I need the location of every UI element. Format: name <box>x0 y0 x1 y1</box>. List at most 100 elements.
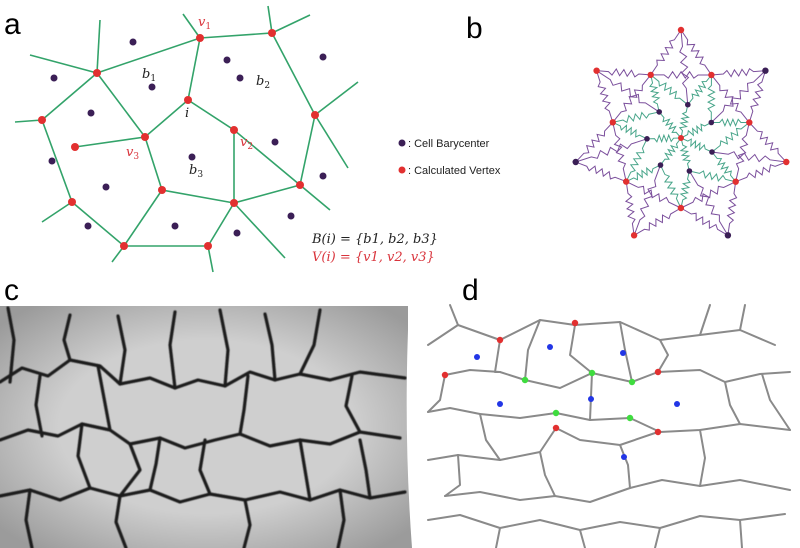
cell-barycenters <box>48 38 327 237</box>
spring <box>678 104 690 139</box>
calculated-vertices <box>38 29 319 250</box>
label-v1: v1 <box>198 15 211 32</box>
spring <box>646 133 682 144</box>
spring <box>575 138 648 163</box>
spring-node <box>708 71 715 79</box>
spring <box>612 74 652 123</box>
spring <box>707 74 716 123</box>
boundary-vertices <box>441 319 662 436</box>
spring <box>596 70 660 113</box>
spring <box>710 70 766 123</box>
spring <box>596 70 614 123</box>
spring-node <box>685 101 691 108</box>
voronoi-edges <box>14 5 359 273</box>
panel-c: c <box>0 274 412 548</box>
spring <box>680 29 712 76</box>
spring-node <box>678 135 684 141</box>
spring <box>625 138 648 182</box>
panel-a: a <box>4 5 501 273</box>
spring-node <box>593 67 600 74</box>
panel-c-letter: c <box>4 274 19 307</box>
spring-nodes <box>572 26 790 239</box>
interior-vertices <box>521 369 636 422</box>
spring-node <box>657 162 664 168</box>
legend: : Cell Barycenter : Calculated Vertex <box>398 138 501 177</box>
spring <box>650 74 689 106</box>
legend-vertex-marker <box>398 166 406 174</box>
legend-vertex-label: : Calculated Vertex <box>408 165 501 177</box>
spring-node <box>647 71 654 79</box>
spring-network <box>575 29 787 236</box>
spring <box>680 181 736 209</box>
panel-d: d <box>427 274 791 548</box>
spring <box>658 111 682 139</box>
spring <box>711 117 750 128</box>
spring <box>680 137 713 153</box>
spring-node <box>677 26 685 34</box>
spring-node <box>783 158 790 166</box>
spring-node <box>708 119 715 126</box>
spring <box>726 181 738 236</box>
spring <box>575 161 627 183</box>
label-v2: v2 <box>240 135 253 152</box>
spring <box>679 137 691 172</box>
panel-d-letter: d <box>462 274 479 307</box>
spring <box>650 29 682 76</box>
spring-node <box>709 149 715 155</box>
spring <box>575 122 614 163</box>
spring-node <box>630 232 638 239</box>
spring <box>679 170 691 209</box>
panel-b: b <box>466 12 790 239</box>
label-v3: v3 <box>126 145 139 162</box>
spring <box>711 151 737 183</box>
spring <box>711 67 766 78</box>
spring <box>660 164 682 209</box>
cell-traces <box>427 304 791 548</box>
spring-node <box>732 178 739 185</box>
spring <box>633 164 661 236</box>
spring <box>711 122 750 153</box>
microscopy-image <box>0 306 412 548</box>
spring <box>748 122 787 163</box>
spring <box>626 181 682 209</box>
spring <box>679 29 690 105</box>
spring-node <box>746 119 753 126</box>
spring <box>680 207 729 236</box>
panel-a-letter: a <box>4 8 21 41</box>
spring <box>735 161 787 183</box>
spring <box>633 207 682 236</box>
spring <box>660 137 682 166</box>
spring-node <box>762 67 769 74</box>
spring <box>650 70 712 80</box>
spring <box>680 122 712 139</box>
spring <box>735 122 750 182</box>
spring <box>612 111 660 124</box>
spring <box>624 181 636 236</box>
spring <box>711 74 750 123</box>
legend-barycenter-marker <box>398 139 406 147</box>
label-i: i <box>185 106 189 121</box>
spring-node <box>644 136 650 142</box>
spring-node <box>677 204 685 212</box>
spring-node <box>623 178 630 185</box>
spring <box>748 70 766 123</box>
spring-node <box>686 168 693 174</box>
label-b1: b1 <box>142 67 156 84</box>
set-V: V(i) = {v1, v2, v3} <box>312 250 435 265</box>
spring <box>649 74 661 113</box>
spring <box>626 164 661 183</box>
spring <box>612 121 648 140</box>
spring <box>711 151 787 163</box>
spring <box>688 170 729 236</box>
spring-node <box>724 232 732 239</box>
label-b2: b2 <box>256 74 270 91</box>
legend-barycenter-label: : Cell Barycenter <box>408 138 490 150</box>
spring <box>596 68 651 78</box>
spring <box>612 122 627 182</box>
barycenter-dots <box>474 344 680 460</box>
set-B: B(i) = {b1, b2, b3} <box>311 232 438 247</box>
label-b3: b3 <box>189 163 203 180</box>
vertex-labels: v1 v2 v3 b1 b2 b3 i <box>126 15 270 180</box>
spring-node <box>609 119 616 126</box>
